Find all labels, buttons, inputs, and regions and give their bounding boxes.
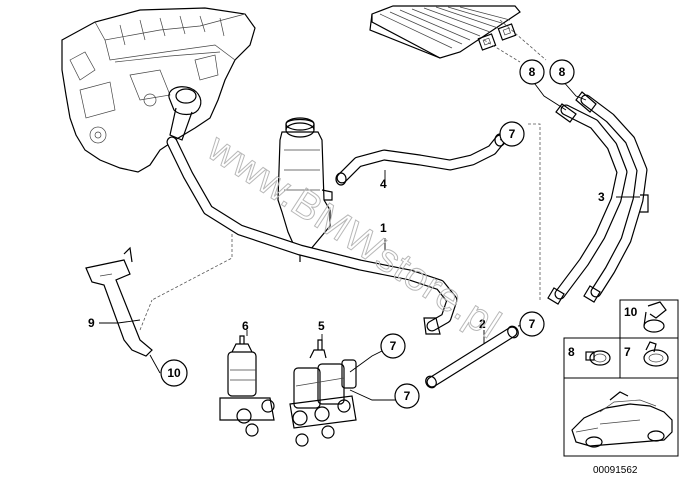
label-4: 4 <box>380 177 387 191</box>
legend-label-8: 8 <box>568 345 575 359</box>
hose-1 <box>166 136 458 335</box>
callout-7b: 7 <box>529 317 536 331</box>
water-valve-5 <box>289 339 357 447</box>
bracket-9 <box>85 246 153 357</box>
hose-4 <box>335 133 506 186</box>
callout-7a: 7 <box>509 127 516 141</box>
engine-block <box>61 7 256 173</box>
legend-label-10: 10 <box>624 305 638 319</box>
pipe-set-3 <box>547 91 649 305</box>
hose-clamp-7-icon <box>643 341 669 367</box>
hose-2 <box>425 325 519 389</box>
callouts: 8 8 7 7 7 7 10 <box>160 59 575 409</box>
legend-panel: 10 8 7 <box>563 299 679 457</box>
callout-circle-7b <box>519 311 545 337</box>
callout-circle-7c <box>380 333 406 359</box>
part-labels: 1 2 3 4 5 6 9 <box>88 177 605 333</box>
hose-clamp-8-icon <box>585 350 611 366</box>
water-valve-6 <box>219 335 275 437</box>
callout-7d: 7 <box>404 389 411 403</box>
label-5: 5 <box>318 319 325 333</box>
label-1: 1 <box>380 221 387 235</box>
clip-10-icon <box>643 301 667 333</box>
callout-10: 10 <box>167 366 181 380</box>
callout-circle-8a <box>519 59 545 85</box>
catalog-number: 00091562 <box>593 465 638 476</box>
callout-7c: 7 <box>390 339 397 353</box>
callout-8b: 8 <box>559 65 566 79</box>
callout-circle-10 <box>160 359 188 387</box>
legend-label-7: 7 <box>624 345 631 359</box>
label-9: 9 <box>88 316 95 330</box>
callout-circle-8b <box>549 59 575 85</box>
car-silhouette-icon <box>571 391 673 448</box>
label-3: 3 <box>598 190 605 204</box>
label-2: 2 <box>479 317 486 331</box>
callout-circle-7a <box>499 121 525 147</box>
callout-circle-7d <box>394 383 420 409</box>
heater-core <box>369 5 521 59</box>
label-6: 6 <box>242 319 249 333</box>
callout-8a: 8 <box>529 65 536 79</box>
